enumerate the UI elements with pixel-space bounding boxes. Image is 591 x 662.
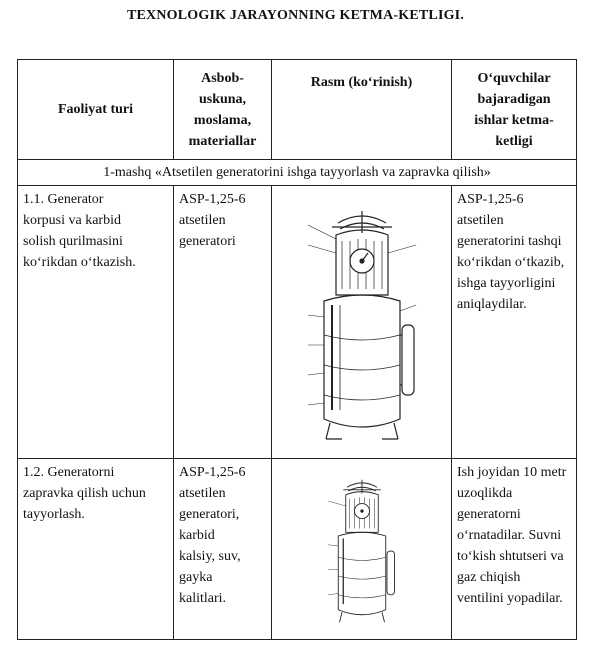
header-activity: Faoliyat turi [17, 59, 174, 160]
table-row: 1.1. Generator korpusi va karbid solish … [17, 185, 577, 459]
acetylene-generator-drawing-small [327, 479, 395, 623]
steps-cell: ASP-1,25-6 atsetilen generatorini tashqi… [451, 185, 577, 459]
header-steps: O‘quvchilar bajaradigan ishlar ketma- ke… [451, 59, 577, 160]
equipment-cell: ASP-1,25-6 atsetilen generatori [173, 185, 272, 459]
activity-cell: 1.2. Generatorni zapravka qilish uchun t… [17, 458, 174, 640]
picture-cell [271, 458, 452, 640]
steps-cell: Ish joyidan 10 metr uzoqlikda generatorn… [451, 458, 577, 640]
header-picture: Rasm (ko‘rinish) [271, 59, 452, 160]
process-table: Faoliyat turi Asbob- uskuna, moslama, ma… [17, 59, 577, 640]
acetylene-generator-drawing [307, 211, 416, 440]
document-title: TEXNOLOGIK JARAYONNING KETMA-KETLIGI. [126, 8, 465, 23]
activity-cell: 1.1. Generator korpusi va karbid solish … [17, 185, 174, 459]
picture-cell [271, 185, 452, 459]
exercise-row: 1-mashq «Atsetilen generatorini ishga ta… [17, 159, 577, 186]
exercise-title: 1-mashq «Atsetilen generatorini ishga ta… [17, 159, 577, 186]
header-equipment: Asbob- uskuna, moslama, materiallar [173, 59, 272, 160]
table-header-row: Faoliyat turi Asbob- uskuna, moslama, ma… [17, 59, 577, 160]
equipment-cell: ASP-1,25-6 atsetilen generatori, karbid … [173, 458, 272, 640]
table-row: 1.2. Generatorni zapravka qilish uchun t… [17, 458, 577, 640]
